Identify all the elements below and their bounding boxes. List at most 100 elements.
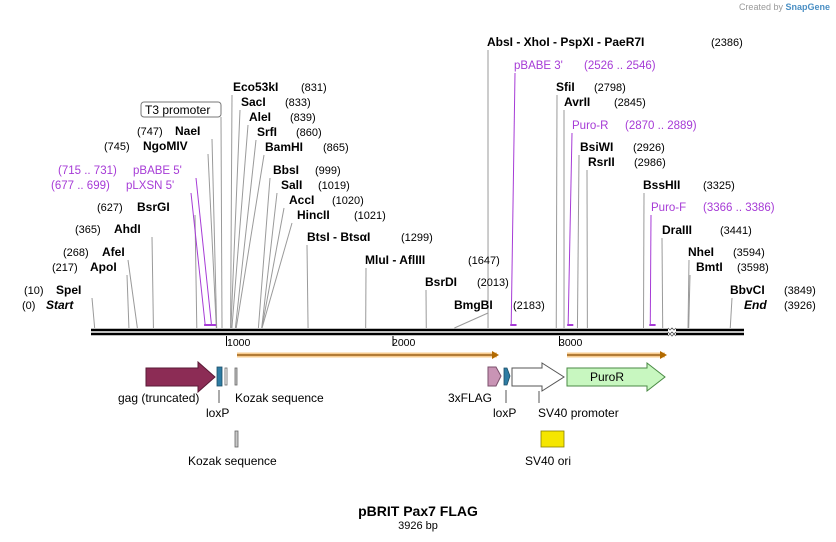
svg-text:T3 promoter: T3 promoter	[145, 103, 210, 117]
snapgene-logo: SnapGene	[785, 2, 830, 12]
kozak-label-2: Kozak sequence	[188, 454, 277, 468]
puror-arrow	[566, 361, 666, 393]
kozak-box-3	[234, 430, 239, 448]
tick-1000: 1000	[227, 337, 251, 349]
snapgene-credit: Created by SnapGene	[739, 2, 830, 12]
site-bmgBI: BmgBI(2183)	[454, 298, 545, 312]
site-speI: (10)SpeI	[24, 283, 81, 297]
site-hincII: HincII(1021)	[297, 208, 386, 222]
sv40-promoter-arrow	[511, 362, 565, 392]
sv40-ori-label: SV40 ori	[525, 454, 571, 468]
site-leader-line	[151, 236, 154, 329]
site-bsrGI: (627)BsrGI	[97, 200, 170, 214]
site-bbvCI: BbvCI(3849)	[730, 283, 816, 297]
site-rsrII: RsrII(2986)	[588, 155, 666, 169]
scale-ticks: 1000 2000 3000	[226, 336, 583, 349]
site-leader-line	[555, 94, 558, 329]
site-ngoMIV: (745)NgoMIV	[104, 139, 188, 153]
gag-arrow	[145, 360, 216, 394]
loxp-label-2: loxP	[493, 406, 516, 420]
sv40-promoter-label: SV40 promoter	[538, 406, 619, 420]
primer-puroF: Puro-F(3366 .. 3386)	[651, 202, 775, 214]
gag-label: gag (truncated)	[118, 391, 199, 405]
primer-pbabe5: (715 .. 731)pBABE 5'	[58, 165, 182, 177]
dna-backbone	[91, 327, 744, 337]
site-leader-line	[230, 109, 241, 329]
site-leader-line	[729, 297, 733, 329]
site-leader-line	[576, 154, 580, 329]
site-leader-line	[211, 138, 218, 329]
site-apoI: (217)ApoI	[52, 260, 117, 274]
site-srfI: SrfI(860)	[257, 125, 322, 139]
site-avrII: AvrII(2845)	[564, 95, 646, 109]
site-bbsI: BbsI(999)	[273, 163, 341, 177]
features-track: gag (truncated) loxP Kozak sequence Koza…	[118, 360, 666, 468]
site-btsI: BtsI - BtsαI(1299)	[307, 230, 433, 244]
credit-prefix: Created by	[738, 2, 783, 12]
loxp-box-1	[216, 366, 223, 387]
site-leader-line	[257, 177, 271, 329]
primer-leaders	[190, 72, 656, 326]
site-bmtI: BmtI(3598)	[696, 260, 769, 274]
site-eco53kI: Eco53kI(831)	[233, 80, 327, 94]
site-accI: AccI(1020)	[289, 193, 364, 207]
tick-2000: 2000	[392, 337, 416, 349]
flag-label: 3xFLAG	[448, 391, 492, 405]
site-xhoI: AbsI - XhoI - PspXI - PaeR7I(2386)	[487, 35, 743, 49]
site-salI: SalI(1019)	[281, 178, 350, 192]
site-leader-line	[235, 154, 265, 329]
site-leader-line	[306, 244, 309, 329]
site-bssHII: BssHII(3325)	[643, 178, 735, 192]
plasmid-title: pBRIT Pax7 FLAG	[358, 503, 478, 519]
plasmid-size: 3926 bp	[398, 520, 438, 532]
puror-label: PuroR	[590, 370, 624, 384]
primer-leader-line	[195, 177, 212, 325]
site-leader-line	[688, 274, 691, 329]
primer-leader-line	[567, 132, 573, 325]
flag-arrow	[487, 366, 502, 387]
site-naeI: (747)NaeI	[137, 124, 200, 138]
site-leader-line	[261, 192, 278, 329]
start-marker: (0)Start	[22, 298, 74, 312]
site-leader-line	[234, 139, 257, 329]
loxp-arrow-2	[503, 367, 511, 386]
restriction-site-labels: (10)SpeI (217)ApoI (268)AfeI (365)AhdI (…	[22, 35, 816, 312]
site-bsrDI: BsrDI(2013)	[425, 275, 509, 289]
site-afeI: (268)AfeI	[63, 245, 125, 259]
end-marker: End(3926)	[744, 298, 816, 312]
site-leader-line	[127, 259, 138, 329]
primer-leader-line	[510, 72, 516, 325]
site-nheI: NheI(3594)	[688, 245, 765, 259]
orf-arrows	[237, 351, 667, 359]
kozak-label-1: Kozak sequence	[235, 391, 324, 405]
site-leader-line	[661, 237, 664, 329]
tick-3000: 3000	[559, 337, 583, 349]
sv40-ori-box	[540, 430, 565, 448]
site-leader-line	[261, 222, 293, 329]
site-bsiWI: BsiWI(2926)	[580, 140, 665, 154]
primer-leader-line	[649, 214, 652, 325]
site-sfiI: SfiI(2798)	[556, 80, 626, 94]
primer-leader-line	[190, 192, 206, 325]
kozak-box-1	[224, 367, 228, 386]
site-leader-line	[207, 153, 217, 329]
site-leader-line	[91, 297, 96, 329]
t3-promoter-leader-line	[220, 116, 223, 329]
loxp-label-1: loxP	[206, 406, 229, 420]
site-leader-line	[687, 259, 690, 329]
site-leader-line	[261, 207, 285, 329]
site-draIII: DraIII(3441)	[662, 223, 752, 237]
restriction-site-leaders	[91, 49, 733, 329]
kozak-box-2	[234, 367, 238, 386]
t3-promoter-label: T3 promoter	[140, 101, 222, 118]
primer-labels: (715 .. 731)pBABE 5' (677 .. 699)pLXSN 5…	[51, 60, 775, 214]
site-leader-line	[230, 94, 233, 329]
site-mluI: MluI - AflIII(1647)	[365, 253, 500, 267]
site-sacI: SacI(833)	[241, 95, 311, 109]
site-leader-line	[231, 124, 249, 329]
primer-plxsn5: (677 .. 699)pLXSN 5'	[51, 180, 174, 192]
site-leader-line	[126, 274, 130, 329]
site-leader-line	[454, 312, 489, 329]
site-leader-line	[642, 192, 645, 329]
